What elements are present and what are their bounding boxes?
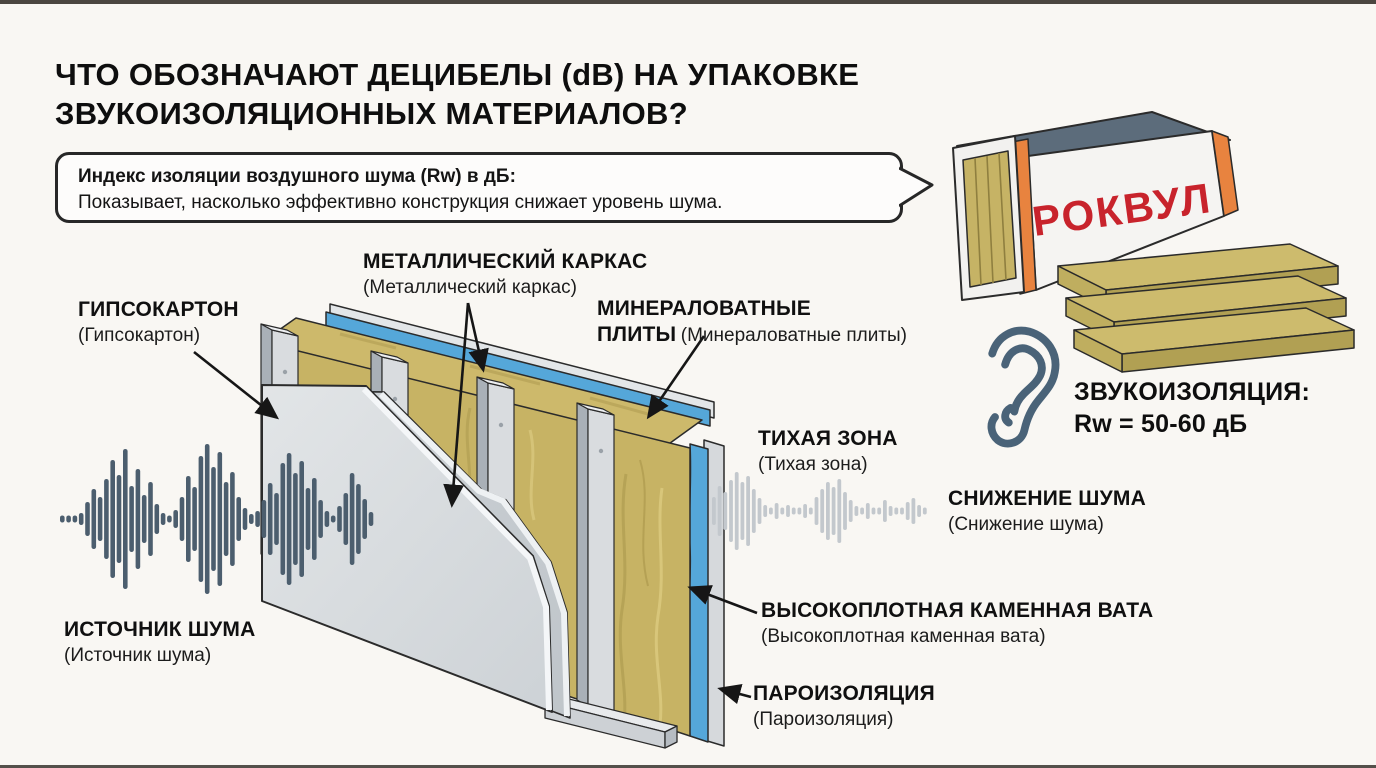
ear-icon xyxy=(987,326,1060,448)
label-gypsum-subtitle: (Гипсокартон) xyxy=(78,325,201,346)
label-noise-reduction-title: СНИЖЕНИЕ ШУМА xyxy=(948,487,1146,510)
label-mineral-boards-title1: МИНЕРАЛОВАТНЫЕ xyxy=(597,297,812,320)
label-quiet-zone-title: ТИХАЯ ЗОНА xyxy=(758,427,898,450)
label-mineral-boards-subtitle: (Минераловатные плиты) xyxy=(680,325,907,346)
label-vapor-barrier-title: ПАРОИЗОЛЯЦИЯ xyxy=(753,682,935,705)
callout-heading: Индекс изоляции воздушного шума (Rw) в д… xyxy=(78,166,516,187)
pointer-arrows xyxy=(193,302,758,705)
waveform-left xyxy=(60,444,374,594)
label-noise-source-title: ИСТОЧНИК ШУМА xyxy=(64,618,256,641)
bottom-border xyxy=(0,765,1376,768)
waveform-right xyxy=(712,472,927,550)
definition-callout: Индекс изоляции воздушного шума (Rw) в д… xyxy=(55,152,903,223)
label-metal-frame-subtitle: (Металлический каркас) xyxy=(363,277,577,298)
label-vapor-barrier-subtitle: (Пароизоляция) xyxy=(753,709,894,730)
callout-tail xyxy=(899,166,934,208)
label-noise-source: ИСТОЧНИК ШУМА (Источник шума) xyxy=(64,617,255,668)
label-metal-frame: МЕТАЛЛИЧЕСКИЙ КАРКАС (Металлический карк… xyxy=(363,249,647,300)
label-dense-stone-wool-subtitle: (Высокоплотная каменная вата) xyxy=(761,626,1046,647)
label-noise-source-subtitle: (Источник шума) xyxy=(64,645,212,666)
label-dense-stone-wool: ВЫСОКОПЛОТНАЯ КАМЕННАЯ ВАТА (Высокоплотн… xyxy=(761,598,1153,649)
label-quiet-zone-subtitle: (Тихая зона) xyxy=(758,454,868,475)
soundproofing-note-line2: Rw = 50-60 дБ xyxy=(1074,410,1248,438)
soundproofing-note-line1: ЗВУКОИЗОЛЯЦИЯ: xyxy=(1074,378,1310,406)
label-noise-reduction: СНИЖЕНИЕ ШУМА (Снижение шума) xyxy=(948,486,1146,537)
callout-body: Показывает, насколько эффективно констру… xyxy=(78,192,723,213)
gypsum-sheet-front xyxy=(261,384,553,713)
label-mineral-boards-title2: ПЛИТЫ xyxy=(597,323,677,346)
package-illustration: РОКВУЛ xyxy=(952,111,1355,373)
soundproofing-note: ЗВУКОИЗОЛЯЦИЯ: Rw = 50-60 дБ xyxy=(1074,376,1310,440)
page-title: ЧТО ОБОЗНАЧАЮТ ДЕЦИБЕЛЫ (dB) НА УПАКОВКЕ… xyxy=(55,55,859,133)
top-border xyxy=(0,0,1376,4)
label-gypsum: ГИПСОКАРТОН (Гипсокартон) xyxy=(78,297,239,348)
wool-slab-stack xyxy=(1057,243,1355,373)
label-mineral-boards: МИНЕРАЛОВАТНЫЕ ПЛИТЫ (Минераловатные пли… xyxy=(597,296,907,350)
label-dense-stone-wool-title: ВЫСОКОПЛОТНАЯ КАМЕННАЯ ВАТА xyxy=(761,599,1154,622)
label-vapor-barrier: ПАРОИЗОЛЯЦИЯ (Пароизоляция) xyxy=(753,681,935,732)
title-line-1: ЧТО ОБОЗНАЧАЮТ ДЕЦИБЕЛЫ (dB) НА УПАКОВКЕ xyxy=(55,56,860,92)
label-gypsum-title: ГИПСОКАРТОН xyxy=(78,298,239,321)
wall-diagram xyxy=(260,303,725,749)
label-noise-reduction-subtitle: (Снижение шума) xyxy=(948,514,1104,535)
label-metal-frame-title: МЕТАЛЛИЧЕСКИЙ КАРКАС xyxy=(363,250,648,273)
label-quiet-zone: ТИХАЯ ЗОНА (Тихая зона) xyxy=(758,426,898,477)
title-line-2: ЗВУКОИЗОЛЯЦИОННЫХ МАТЕРИАЛОВ? xyxy=(55,95,688,131)
